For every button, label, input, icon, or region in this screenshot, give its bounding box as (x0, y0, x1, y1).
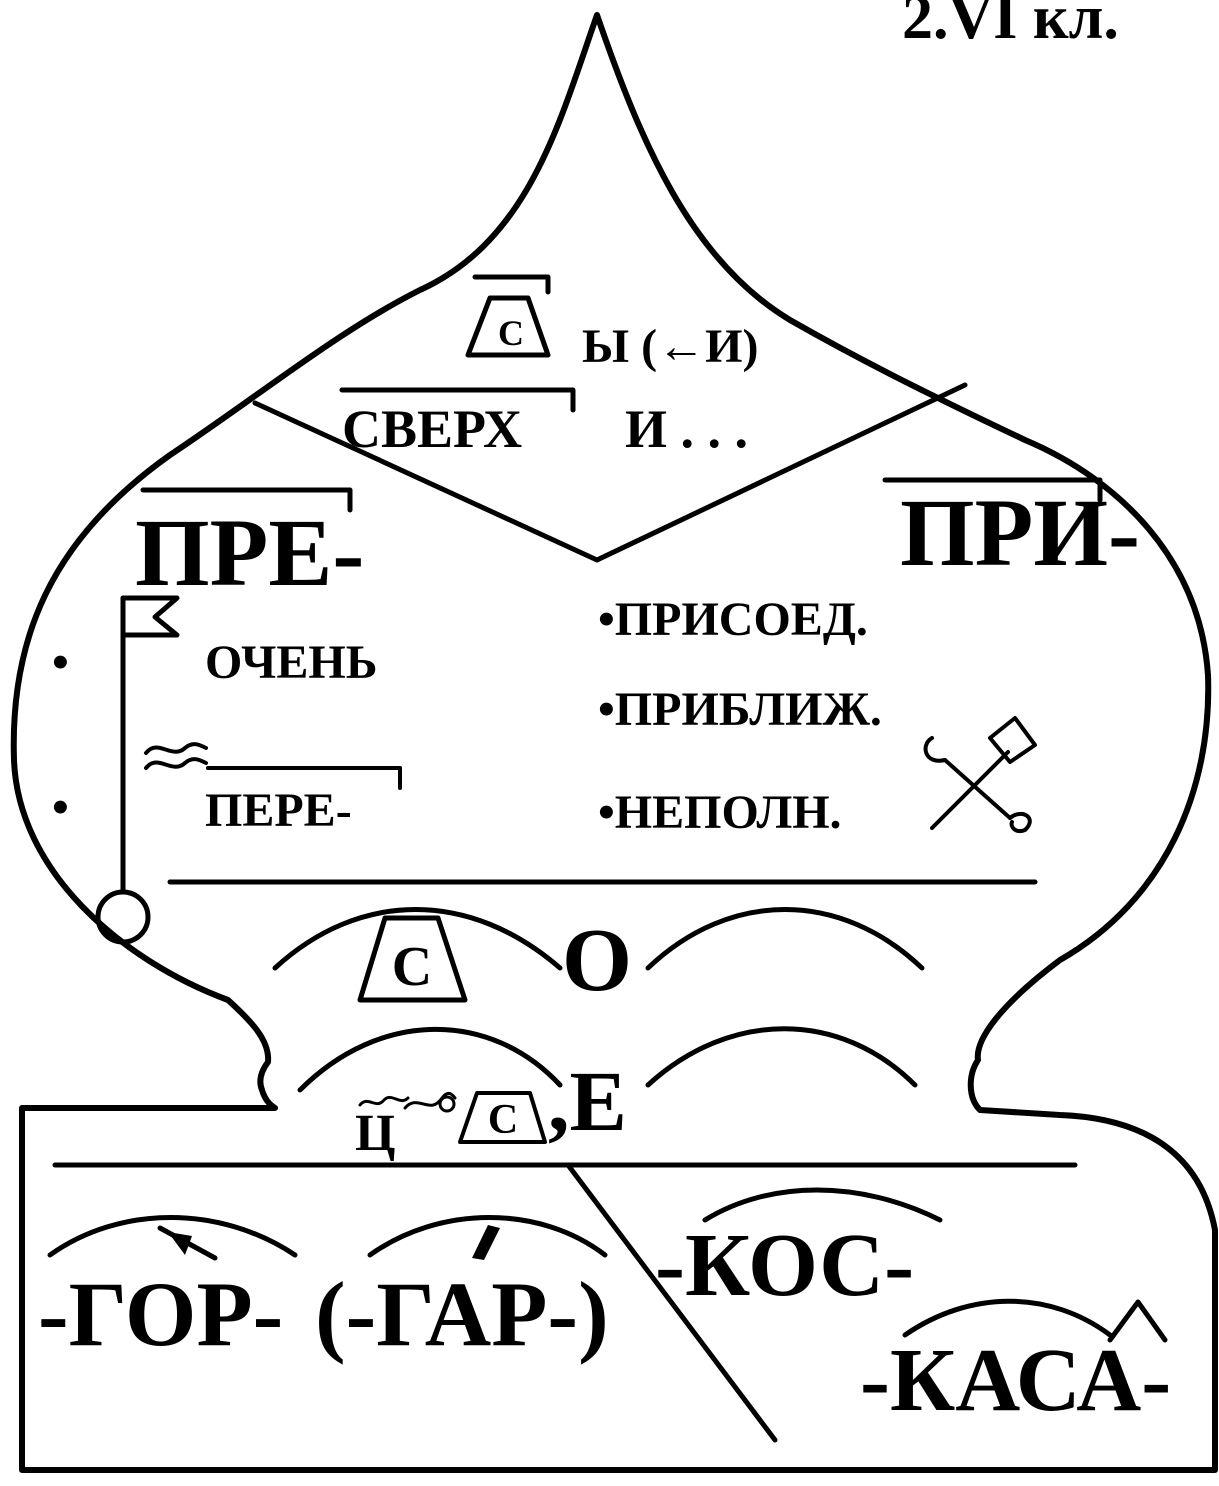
hammer-wrench-icon (923, 716, 1037, 833)
pre-meaning-pere: ПЕРЕ- (205, 784, 352, 837)
arc-gor (47, 1215, 298, 1258)
arc-e-right (645, 1026, 918, 1088)
s-trapezoid-o: С (357, 915, 468, 1003)
pre-heading: ПРЕ- (135, 499, 364, 606)
pre-prefix: ПРЕ- (135, 487, 364, 606)
s-trapezoid-top: С (465, 274, 551, 358)
caret-icon (1107, 1299, 1168, 1343)
e-letter: ,Е (548, 1053, 627, 1149)
scheme-title: 2.VI кл. (902, 0, 1119, 52)
pre-bullet-1: • (52, 636, 69, 689)
flag-pole-icon (95, 595, 180, 945)
root-gar: (-ГАР-) (315, 1263, 609, 1365)
root-kasa: -КАСА- (860, 1331, 1171, 1430)
s-letter-e: С (488, 1097, 518, 1143)
tilde-similar-icon (144, 742, 208, 770)
dome-outline (10, 12, 1218, 1473)
y-after-prefix-rule: Ы (←И) (582, 320, 758, 373)
arc-kos (702, 1187, 943, 1223)
arc-o-left (272, 907, 563, 971)
stress-mark-icon (472, 1225, 500, 1260)
pere-prefix: ПЕРЕ- (205, 766, 402, 837)
crossed-stress-icon (157, 1225, 218, 1261)
pri-meaning-nepoln: •НЕПОЛН. (598, 786, 842, 839)
o-letter: О (562, 911, 632, 1010)
diagonal-divider (565, 1162, 778, 1443)
root-gor: -ГОР- (38, 1263, 283, 1365)
s-letter-o: С (392, 936, 432, 998)
pri-heading: ПРИ- (900, 479, 1140, 586)
sverkh-text: СВЕРХ (342, 399, 522, 459)
root-kos: -КОС- (655, 1216, 914, 1315)
diamond-divider (252, 382, 968, 563)
pri-meaning-prisoed: •ПРИСОЕД. (598, 593, 868, 646)
arc-gar (367, 1215, 608, 1258)
i-etc-text: И . . . (625, 399, 748, 459)
arc-kasa (902, 1298, 1113, 1338)
pre-meaning-ochen: ОЧЕНЬ (205, 636, 377, 689)
ts-letter: Ц (355, 1105, 395, 1162)
s-letter-top: С (498, 313, 524, 353)
arc-o-right (645, 907, 925, 971)
tsa-sound-icon (358, 1091, 457, 1113)
s-trapezoid-e: С (458, 1091, 547, 1144)
pri-prefix: ПРИ- (882, 477, 1140, 586)
pre-bullet-2: • (52, 781, 69, 834)
sverkh-prefix: СВЕРХ (339, 387, 576, 459)
pri-meaning-priblizh: •ПРИБЛИЖ. (598, 683, 882, 736)
arc-e-left (297, 1026, 563, 1093)
